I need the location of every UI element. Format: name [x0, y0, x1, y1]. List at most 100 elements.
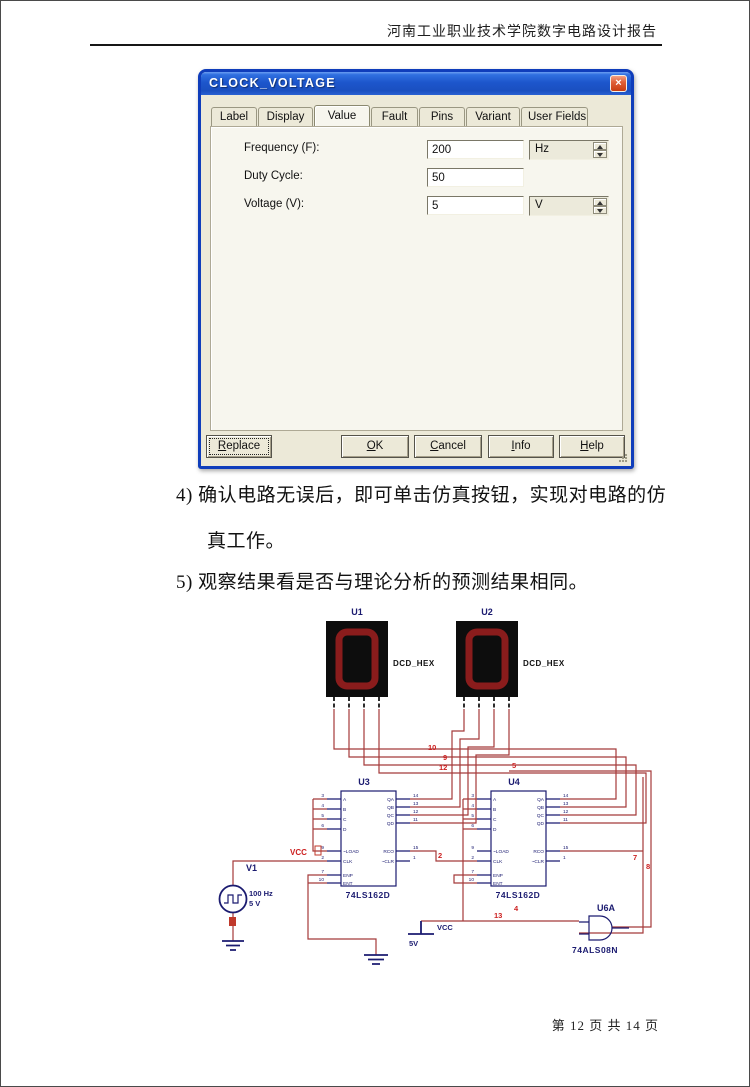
pin-label: CLK	[343, 859, 353, 865]
u1-display-wires	[333, 709, 647, 824]
voltage-row: Voltage (V): V	[211, 196, 622, 218]
cancel-button[interactable]: Cancel	[414, 435, 482, 458]
tab-fault[interactable]: Fault	[371, 107, 418, 126]
net-label: 8	[646, 862, 650, 871]
vcc-port: VCC	[290, 845, 322, 857]
part-number: DCD_HEX	[523, 659, 565, 668]
component-ref: U6A	[597, 903, 616, 913]
voltage-unit-label: V	[535, 199, 543, 211]
pin-number: 6	[321, 823, 324, 829]
pin-number: 10	[319, 877, 325, 883]
pin-number: 7	[471, 869, 474, 875]
chip-pins	[327, 798, 410, 884]
feedback-wires	[509, 770, 652, 934]
pin-label: ~LOAD	[493, 849, 509, 855]
pin-number: 11	[563, 817, 568, 823]
pin-label: D	[343, 827, 347, 833]
help-button[interactable]: Help	[559, 435, 625, 458]
pin-label: QC	[387, 813, 395, 819]
pin-number: 2	[471, 855, 474, 861]
pin-number: 15	[413, 845, 419, 851]
circuit-schematic: U1 DCD_HEX U2 DCD_HEX U3 A B C D ~LOAD C…	[218, 607, 652, 965]
net-label: 10	[428, 743, 436, 752]
pin-label: CLK	[493, 859, 503, 865]
clock-frequency: 100 Hz	[249, 889, 273, 898]
ground-icon	[364, 954, 388, 965]
pin-label: ENT	[343, 881, 353, 887]
pin-label: RCO	[533, 849, 544, 855]
pin-label: D	[493, 827, 497, 833]
value-tab-panel: Frequency (F): Hz Duty Cycle: Voltage (V…	[210, 126, 623, 431]
vcc-rail-label: VCC	[437, 923, 453, 932]
pin-number: 7	[321, 869, 324, 875]
pin-number: 14	[563, 793, 569, 799]
and-gate-u6a: U6A 74ALS08N	[572, 903, 629, 955]
spin-up-button[interactable]	[593, 142, 607, 150]
pin-number: 10	[469, 877, 475, 883]
clock-voltage: 5 V	[249, 899, 260, 908]
pin-label: QB	[387, 805, 394, 811]
vcc-rail: VCC 5V	[408, 921, 453, 948]
component-ref: U1	[351, 607, 363, 617]
pin-number: 11	[413, 817, 418, 823]
frequency-row: Frequency (F): Hz	[211, 140, 622, 162]
duty-cycle-row: Duty Cycle:	[211, 168, 622, 190]
pin-number: 3	[471, 793, 474, 799]
tab-pins[interactable]: Pins	[419, 107, 465, 126]
seven-seg-display-u2: U2 DCD_HEX	[456, 607, 565, 709]
up-arrow-icon	[597, 144, 603, 149]
step-4-line-1: 4) 确认电路无误后，即可单击仿真按钮，实现对电路的仿	[176, 485, 667, 506]
pin-number: 15	[563, 845, 569, 851]
chip-pins	[477, 798, 560, 884]
pin-number: 4	[321, 803, 324, 809]
voltage-unit-spinner[interactable]: V	[529, 196, 609, 216]
source-symbol	[218, 884, 248, 914]
net-label: 13	[494, 911, 502, 920]
net-label: 9	[443, 753, 447, 762]
replace-button[interactable]: Replace	[206, 435, 272, 458]
duty-cycle-input[interactable]	[427, 168, 524, 187]
close-icon[interactable]: ×	[610, 75, 627, 92]
vcc-bar-icon	[408, 921, 434, 935]
u4-input-bus	[462, 798, 477, 830]
voltage-label: Voltage (V):	[244, 198, 305, 210]
resize-grip[interactable]	[618, 453, 628, 463]
down-arrow-icon	[597, 208, 603, 213]
spin-down-button[interactable]	[593, 150, 607, 158]
tab-display[interactable]: Display	[258, 107, 313, 126]
tab-label[interactable]: Label	[211, 107, 257, 126]
pin-label: QD	[387, 821, 395, 827]
pin-label: QD	[537, 821, 545, 827]
info-button[interactable]: Info	[488, 435, 554, 458]
pin-label: ~CLR	[532, 859, 545, 865]
ok-button[interactable]: OK	[341, 435, 409, 458]
up-arrow-icon	[597, 200, 603, 205]
frequency-unit-spinner[interactable]: Hz	[529, 140, 609, 160]
tab-user-fields[interactable]: User Fields	[521, 107, 588, 126]
vcc-port-label: VCC	[290, 848, 307, 857]
display-pins	[333, 697, 380, 709]
part-number: 74LS162D	[496, 890, 541, 900]
page-number: 第 12 页 共 14 页	[551, 1018, 659, 1033]
header-divider	[90, 44, 662, 46]
chip-body	[490, 790, 547, 887]
pin-number: 12	[413, 809, 419, 815]
frequency-input[interactable]	[427, 140, 524, 159]
tab-variant[interactable]: Variant	[466, 107, 520, 126]
pin-number: 14	[413, 793, 419, 799]
tab-value[interactable]: Value	[314, 105, 370, 126]
digit-zero-segments	[335, 628, 379, 690]
pin-label: ENT	[493, 881, 503, 887]
frequency-unit-label: Hz	[535, 143, 550, 155]
vcc-rail-voltage: 5V	[409, 939, 418, 948]
spin-up-button[interactable]	[593, 198, 607, 206]
component-ref: U2	[481, 607, 493, 617]
pin-number: 6	[471, 823, 474, 829]
spin-down-button[interactable]	[593, 206, 607, 214]
part-number: 74LS162D	[346, 890, 391, 900]
voltage-input[interactable]	[427, 196, 524, 215]
pin-label: B	[493, 807, 496, 813]
pin-label: B	[343, 807, 346, 813]
component-ref: V1	[246, 863, 257, 873]
